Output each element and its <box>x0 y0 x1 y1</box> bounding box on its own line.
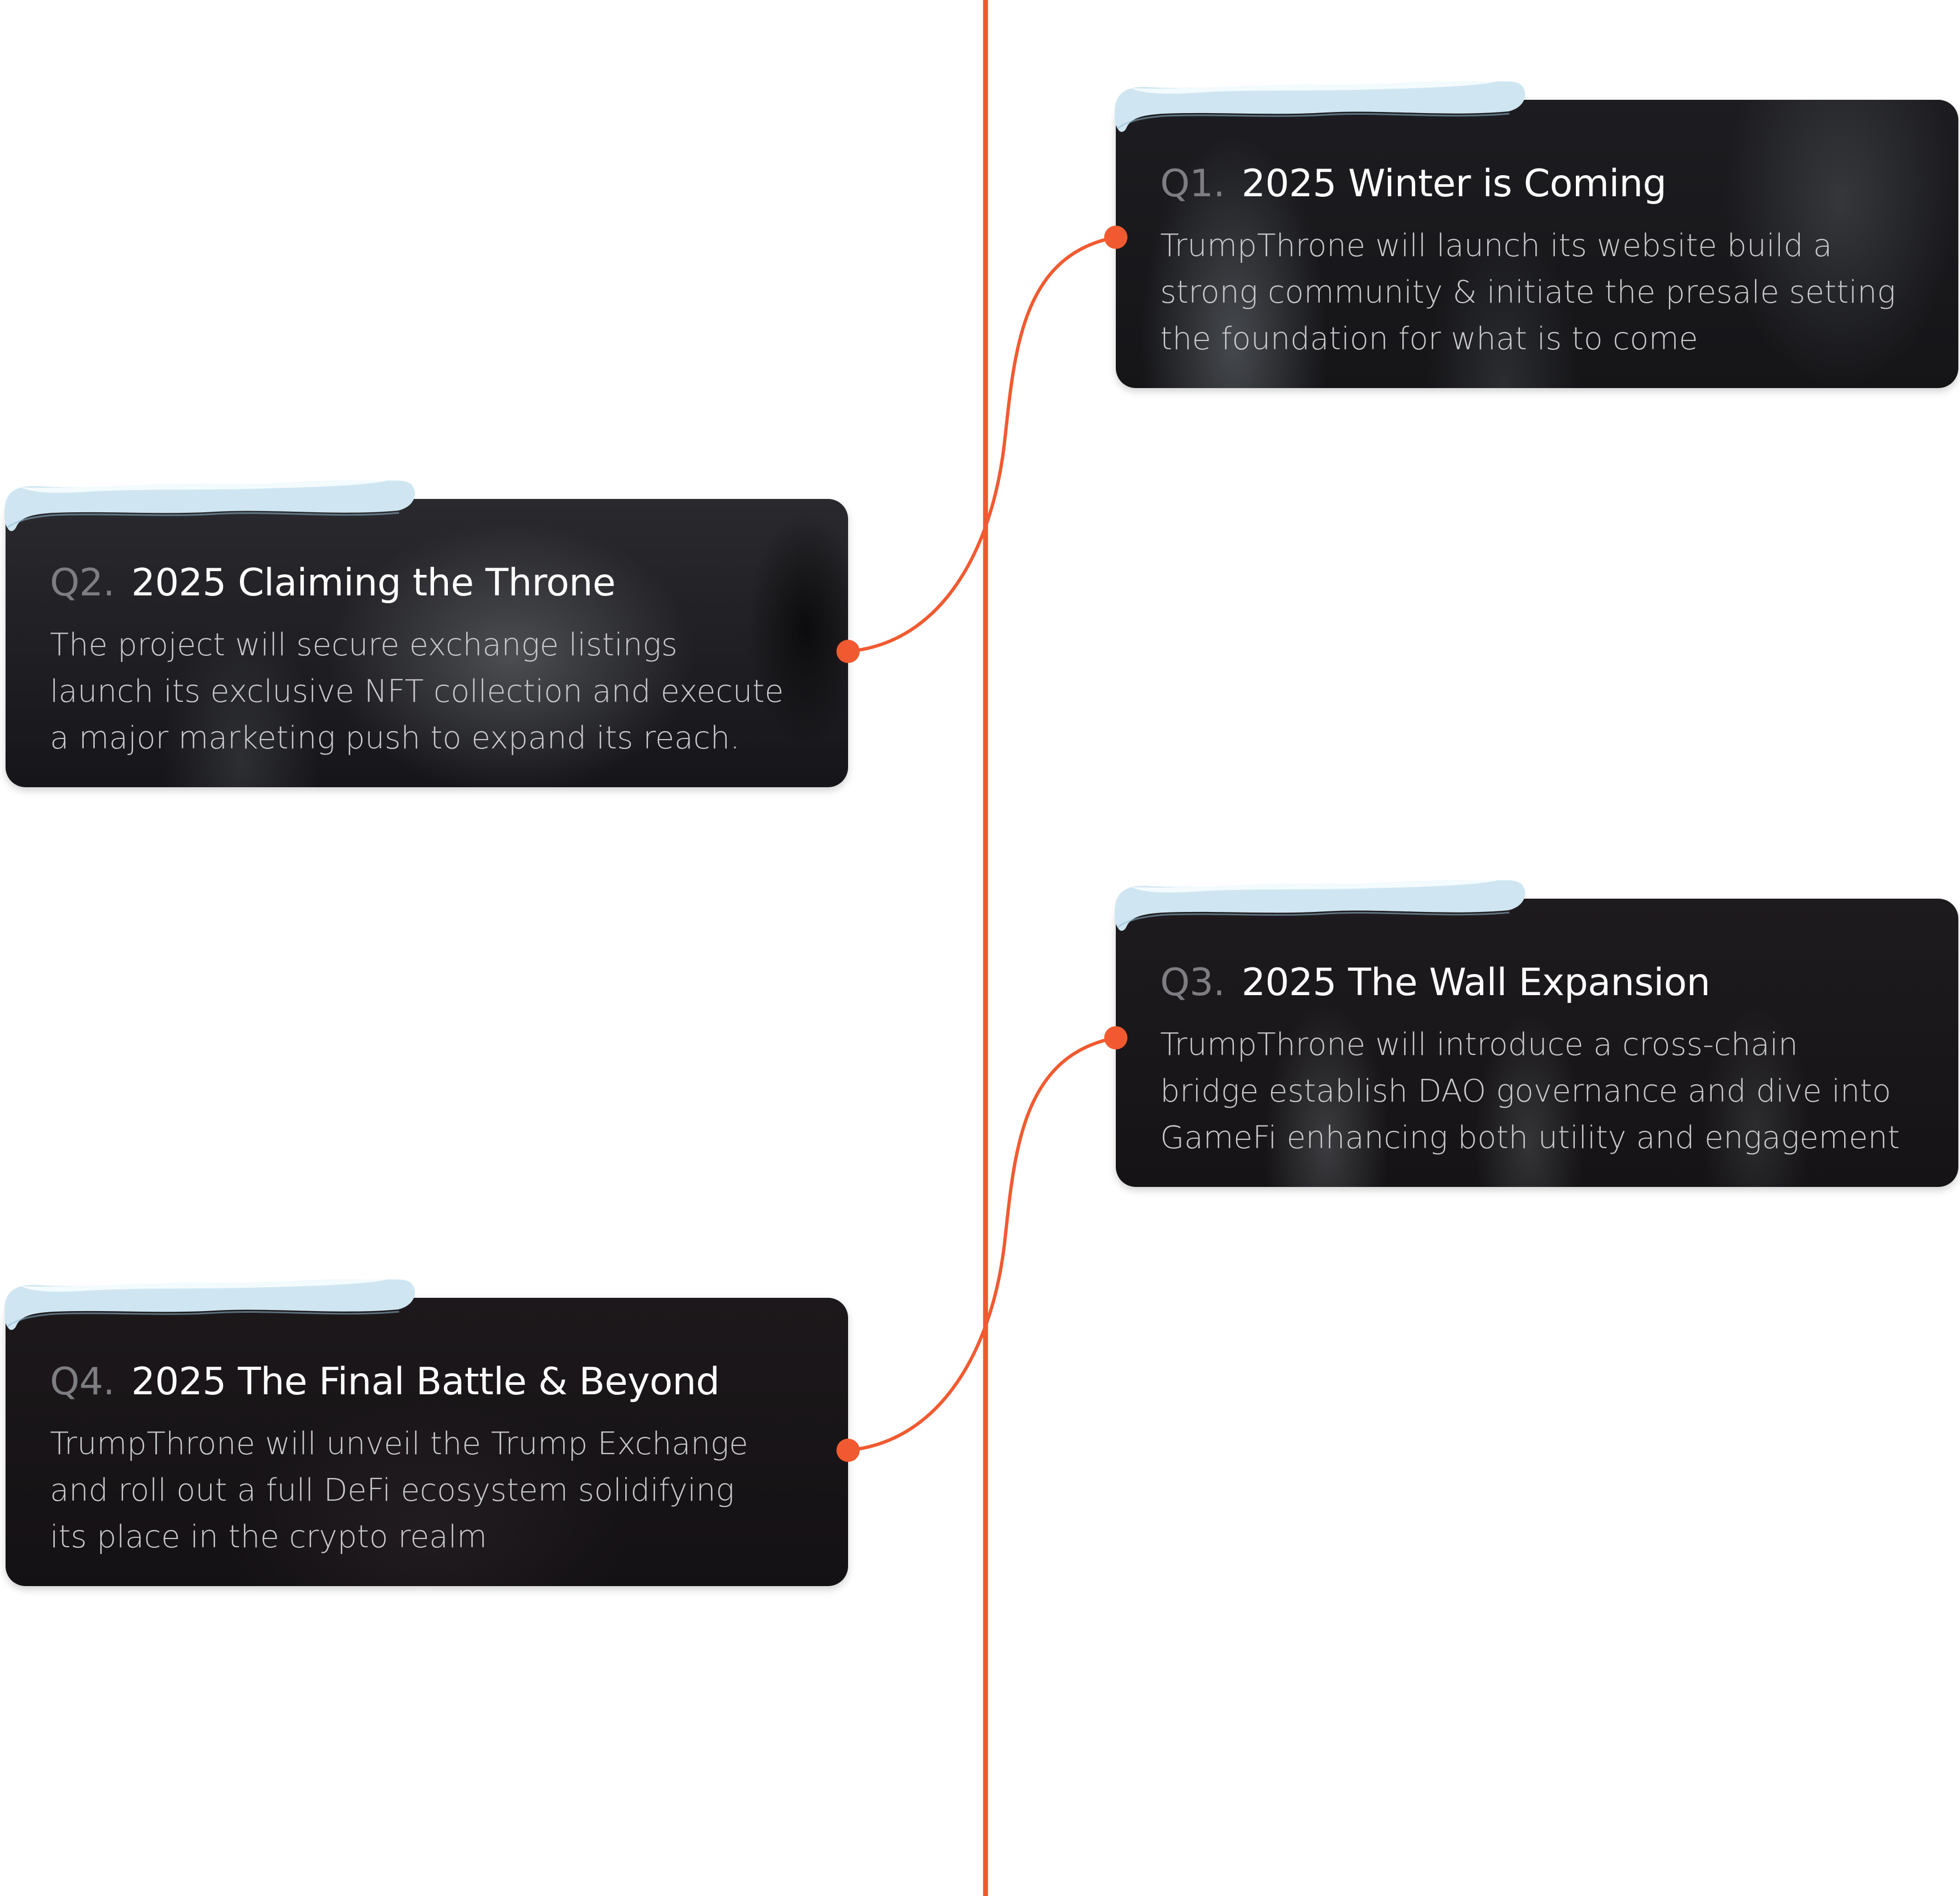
description-line: TrumpThrone will unveil the Trump Exchan… <box>50 1426 748 1462</box>
roadmap-card-body-bg: Q1. 2025 Winter is Coming TrumpThrone wil… <box>1116 100 1958 388</box>
roadmap-card-q3: Q3. 2025 The Wall Expansion TrumpThrone w… <box>1115 874 1958 1190</box>
milestone-title: 2025 The Wall Expansion <box>1241 961 1711 1005</box>
milestone-description: TrumpThrone will introduce a cross-chain… <box>1160 1022 1936 1161</box>
roadmap-card-body-bg: Q2. 2025 Claiming the Throne The project … <box>6 499 848 787</box>
card-title: Q3. 2025 The Wall Expansion <box>1160 961 1711 1005</box>
roadmap-card-q2: Q2. 2025 Claiming the Throne The project … <box>4 474 848 790</box>
description-line: GameFi enhancing both utility and engage… <box>1160 1120 1900 1156</box>
description-line: a major marketing push to expand its rea… <box>50 720 740 756</box>
milestone-title: 2025 Winter is Coming <box>1241 162 1667 206</box>
description-line: launch its exclusive NFT collection and … <box>50 674 784 710</box>
card-title: Q4. 2025 The Final Battle & Beyond <box>50 1360 720 1404</box>
description-line: and roll out a full DeFi ecosystem solid… <box>50 1472 734 1508</box>
description-line: TrumpThrone will introduce a cross-chain <box>1160 1027 1798 1063</box>
milestone-description: TrumpThrone will launch its website buil… <box>1160 223 1936 363</box>
description-line: The project will secure exchange listing… <box>50 627 678 663</box>
roadmap-card-body-bg: Q3. 2025 The Wall Expansion TrumpThrone w… <box>1116 899 1958 1187</box>
description-line: TrumpThrone will launch its website buil… <box>1160 228 1833 264</box>
quarter-label: Q2. <box>50 561 115 605</box>
connector-q1 <box>848 236 1116 653</box>
quarter-label: Q4. <box>50 1360 115 1404</box>
milestone-title: 2025 The Final Battle & Beyond <box>131 1360 720 1404</box>
roadmap-card-q4: Q4. 2025 The Final Battle & Beyond TrumpT… <box>4 1273 848 1589</box>
description-line: its place in the crypto realm <box>50 1519 487 1555</box>
roadmap-card-body-bg: Q4. 2025 The Final Battle & Beyond TrumpT… <box>6 1298 848 1586</box>
description-line: the foundation for what is to come <box>1160 321 1698 357</box>
connector-q3 <box>848 1036 1116 1452</box>
milestone-description: The project will secure exchange listing… <box>50 622 826 762</box>
milestone-title: 2025 Claiming the Throne <box>131 561 616 605</box>
quarter-label: Q1. <box>1160 162 1225 206</box>
roadmap-card-q1: Q1. 2025 Winter is Coming TrumpThrone wil… <box>1115 75 1958 391</box>
card-title: Q2. 2025 Claiming the Throne <box>50 561 616 605</box>
card-title: Q1. 2025 Winter is Coming <box>1160 162 1667 206</box>
description-line: bridge establish DAO governance and dive… <box>1160 1073 1891 1109</box>
description-line: strong community & initiate the presale … <box>1160 274 1896 310</box>
quarter-label: Q3. <box>1160 961 1225 1005</box>
milestone-description: TrumpThrone will unveil the Trump Exchan… <box>50 1421 826 1561</box>
